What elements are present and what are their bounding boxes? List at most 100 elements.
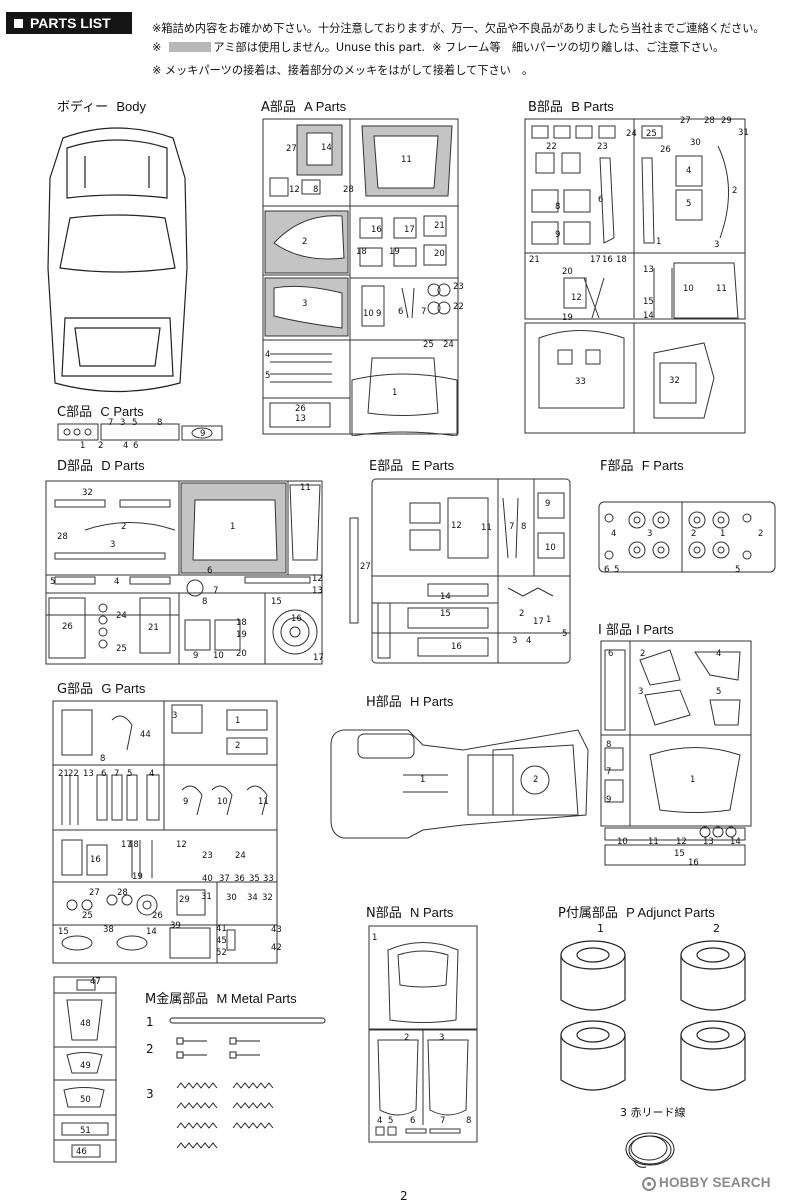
g-part-num: 8 xyxy=(100,754,106,764)
h-parts-label: H部品 H Parts xyxy=(366,694,454,710)
d-parts-label: D部品 D Parts xyxy=(57,458,145,474)
a-part-num: 28 xyxy=(343,185,354,195)
c-parts-label: C部品 C Parts xyxy=(57,404,144,420)
b-part-num: 29 xyxy=(721,116,732,126)
extra-part-num: 50 xyxy=(80,1095,91,1105)
n-part-num: 7 xyxy=(440,1116,446,1126)
d-part-num: 16 xyxy=(291,614,302,624)
d-part-num: 6 xyxy=(207,566,213,576)
p-part-num: 1 xyxy=(597,922,604,935)
i-part-num: 5 xyxy=(716,687,722,697)
g-part-num: 30 xyxy=(226,893,237,903)
n-part-num: 2 xyxy=(404,1033,410,1043)
g-part-num: 33 xyxy=(263,874,274,884)
m-row-num: 1 xyxy=(146,1015,154,1029)
b-part-num: 8 xyxy=(555,202,561,212)
b-part-num: 21 xyxy=(529,255,540,265)
e-part-num: 16 xyxy=(451,642,462,652)
e-part-num: 3 xyxy=(512,636,518,646)
g-part-num: 5 xyxy=(127,769,133,779)
c-part-num: 3 xyxy=(120,418,126,428)
g-part-num: 24 xyxy=(235,851,246,861)
n-parts-sprue xyxy=(368,925,478,1143)
d-part-num: 24 xyxy=(116,611,127,621)
b-part-num: 12 xyxy=(571,293,582,303)
a-part-num: 5 xyxy=(265,371,271,381)
d-part-num: 4 xyxy=(114,577,120,587)
g-part-num: 15 xyxy=(58,927,69,937)
c-part-num: 1 xyxy=(80,441,86,451)
a-part-num: 12 xyxy=(289,185,300,195)
g-part-num: 44 xyxy=(140,730,151,740)
g-part-num: 11 xyxy=(258,797,269,807)
b-part-num: 24 xyxy=(626,129,637,139)
b-parts-label: B部品 B Parts xyxy=(528,99,614,115)
a-parts-sprue xyxy=(262,118,459,436)
d-part-num: 7 xyxy=(213,586,219,596)
a-part-num: 10 xyxy=(363,309,374,319)
b-part-num: 23 xyxy=(597,142,608,152)
h-parts-chassis-drawing xyxy=(330,729,589,839)
e-parts-sprue xyxy=(349,478,571,664)
i-part-num: 2 xyxy=(640,649,646,659)
a-part-num: 8 xyxy=(313,185,319,195)
extra-part-num: 47 xyxy=(90,977,101,987)
d-part-num: 20 xyxy=(236,649,247,659)
c-part-num: 7 xyxy=(108,418,114,428)
h-part-num: 1 xyxy=(420,775,426,785)
g-part-num: 21 xyxy=(58,769,69,779)
i-part-num: 11 xyxy=(648,837,659,847)
g-part-num: 23 xyxy=(202,851,213,861)
d-part-num: 32 xyxy=(82,488,93,498)
f-part-num: 2 xyxy=(691,529,697,539)
g-part-num: 35 xyxy=(249,874,260,884)
n-part-num: 1 xyxy=(372,933,378,943)
g-part-num: 32 xyxy=(262,893,273,903)
e-part-num: 4 xyxy=(526,636,532,646)
i-part-num: 9 xyxy=(606,795,612,805)
e-part-num: 5 xyxy=(562,629,568,639)
g-part-num: 39 xyxy=(170,921,181,931)
a-part-num: 14 xyxy=(321,143,332,153)
b-part-num: 20 xyxy=(562,267,573,277)
i-part-num: 7 xyxy=(606,767,612,777)
f-part-num: 2 xyxy=(758,529,764,539)
extra-parts-sprue xyxy=(53,976,117,1163)
a-part-num: 9 xyxy=(376,309,382,319)
b-part-num: 9 xyxy=(555,230,561,240)
g-part-num: 22 xyxy=(68,769,79,779)
b-part-num: 13 xyxy=(643,265,654,275)
b-part-num: 30 xyxy=(690,138,701,148)
b-part-num: 11 xyxy=(716,284,727,294)
a-part-num: 18 xyxy=(356,247,367,257)
i-part-num: 10 xyxy=(617,837,628,847)
a-part-num: 27 xyxy=(286,144,297,154)
a-part-num: 4 xyxy=(265,350,271,360)
g-part-num: 31 xyxy=(201,892,212,902)
d-part-num: 2 xyxy=(121,522,127,532)
a-part-num: 26 xyxy=(295,404,306,414)
extra-part-num: 46 xyxy=(76,1147,87,1157)
g-part-num: 41 xyxy=(216,924,227,934)
g-part-num: 9 xyxy=(183,797,189,807)
d-part-num: 11 xyxy=(300,483,311,493)
n-part-num: 6 xyxy=(410,1116,416,1126)
hobby-search-logo-icon xyxy=(642,1177,656,1191)
b-part-num: 25 xyxy=(646,129,657,139)
m-row-num: 3 xyxy=(146,1087,154,1101)
g-part-num: 36 xyxy=(234,874,245,884)
b-part-num: 17 xyxy=(590,255,601,265)
g-parts-label: G部品 G Parts xyxy=(57,681,146,697)
i-parts-label: I 部品 I Parts xyxy=(598,622,674,638)
b-part-num: 19 xyxy=(562,313,573,323)
e-part-num: 15 xyxy=(440,609,451,619)
m-parts-label: M金属部品 M Metal Parts xyxy=(145,991,297,1007)
unused-swatch xyxy=(169,42,212,52)
g-part-num: 52 xyxy=(216,948,227,958)
p-parts-label: P付属部品 P Adjunct Parts xyxy=(558,905,715,921)
g-part-num: 45 xyxy=(216,936,227,946)
i-part-num: 15 xyxy=(674,849,685,859)
g-part-num: 26 xyxy=(152,911,163,921)
e-part-num: 14 xyxy=(440,592,451,602)
i-part-num: 3 xyxy=(638,687,644,697)
